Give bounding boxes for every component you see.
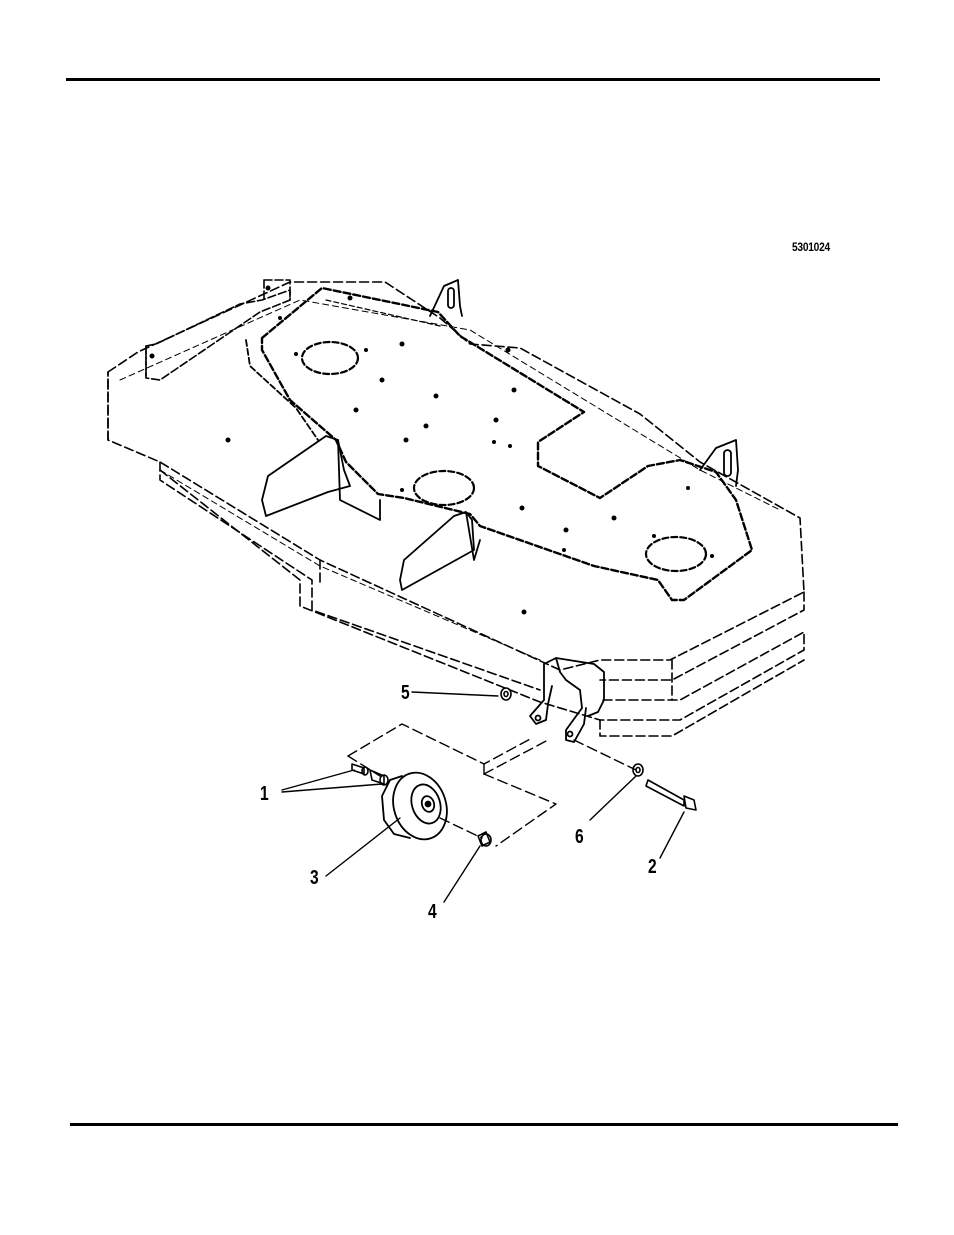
callout-3: 3 — [310, 868, 319, 888]
bushings — [352, 764, 388, 785]
callout-6: 6 — [575, 827, 584, 847]
callout-leaders — [282, 692, 684, 902]
gussets — [262, 436, 480, 590]
callout-1: 1 — [260, 784, 269, 804]
rear-left-bracket — [146, 280, 290, 380]
callout-2: 2 — [648, 857, 657, 877]
exploded-leader-lines — [348, 724, 636, 846]
caster-wheel — [382, 766, 455, 847]
bolt — [646, 780, 696, 810]
callout-4: 4 — [428, 902, 437, 922]
caster-bracket — [530, 658, 604, 742]
spindle-openings — [302, 342, 706, 571]
spacer — [478, 832, 491, 846]
deck-housing — [108, 282, 804, 736]
washer-upper — [501, 688, 511, 700]
callout-5: 5 — [401, 683, 410, 703]
